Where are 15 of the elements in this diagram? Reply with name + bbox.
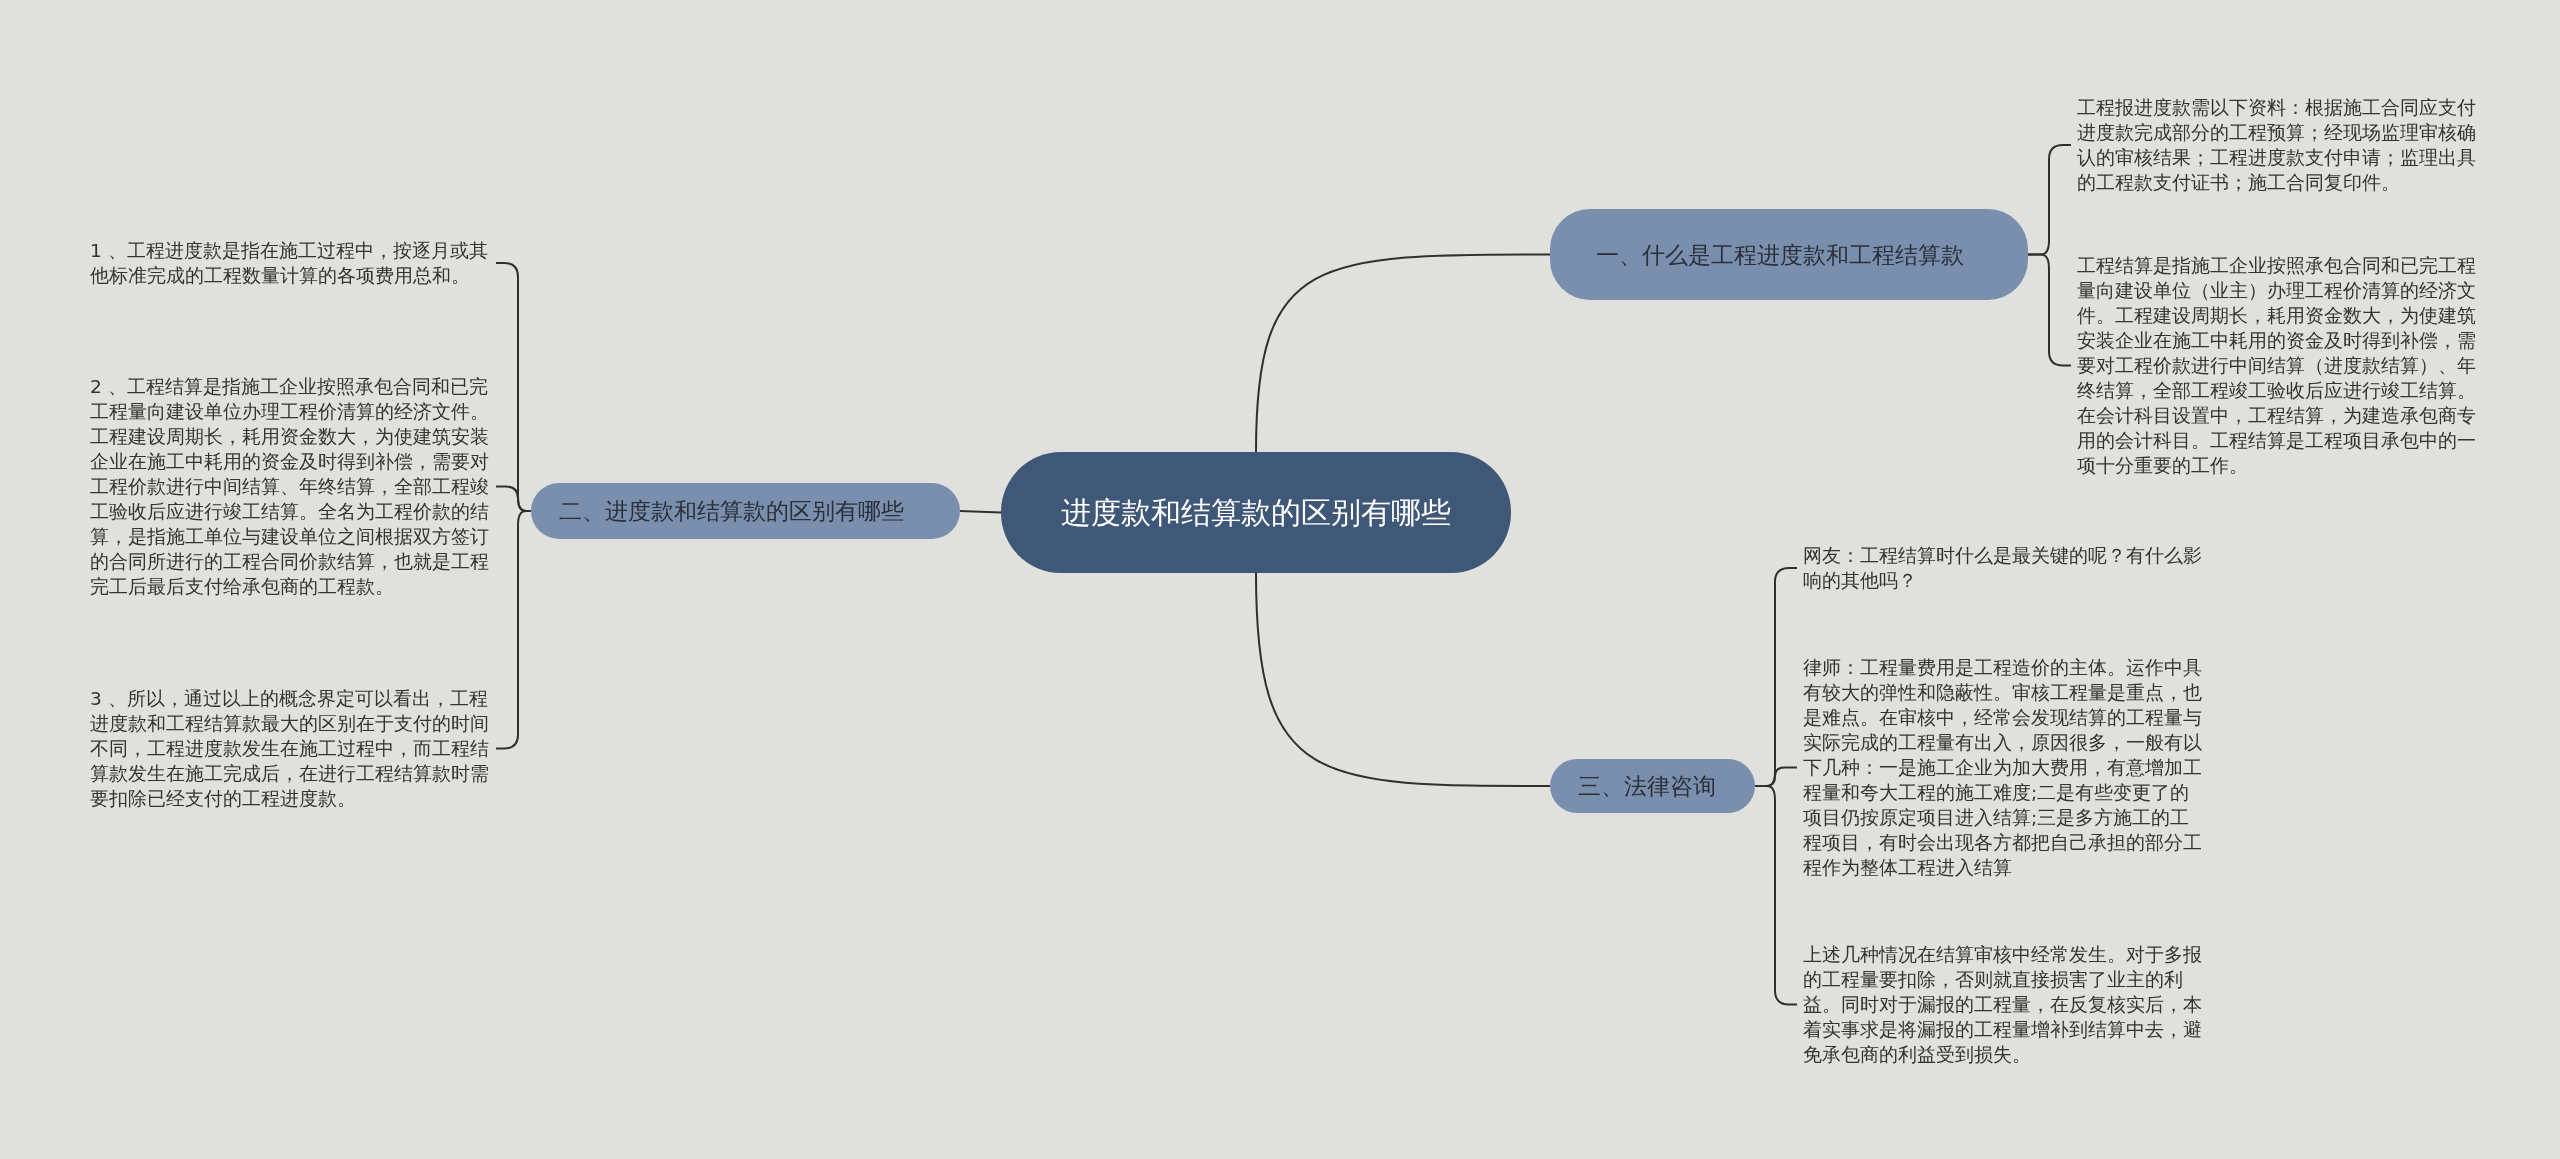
note-text: 3 、所以，通过以上的概念界定可以看出，工程进度款和工程结算款最大的区别在于支付的时间不同，工程进度款发生在施工过程中，而工程结算款发生在施工完成后，在进行工程结算款时需要扣除已经支付的工程进度款。 — [90, 686, 490, 811]
topic-bubble: 二、进度款和结算款的区别有哪些 — [531, 483, 960, 539]
note-text: 网友：工程结算时什么是最关键的呢？有什么影响的其他吗？ — [1803, 543, 2203, 593]
topic-bubble: 一、什么是工程进度款和工程结算款 — [1550, 209, 2028, 300]
note-text: 工程报进度款需以下资料：根据施工合同应支付进度款完成部分的工程预算；经现场监理审核确认的审核结果；工程进度款支付申请；监理出具的工程款支付证书；施工合同复印件。 — [2077, 95, 2477, 195]
central-topic: 进度款和结算款的区别有哪些 — [1001, 452, 1511, 573]
connector-line — [1255, 253, 1551, 453]
note-text: 律师：工程量费用是工程造价的主体。运作中具有较大的弹性和隐蔽性。审核工程量是重点，也是难点。在审核中，经常会发现结算的工程量与实际完成的工程量有出入，原因很多，一般有以下几种：一是施工企业为加大费用，有意增加工程量和夸大工程的施工难度;二是有些变更了的项目仍按原定项目进入结算;三是多方施工的工程项目，有时会出现各方都把自己承担的部分工程作为整体工程进入结算 — [1803, 655, 2203, 880]
note-text: 上述几种情况在结算审核中经常发生。对于多报的工程量要扣除，否则就直接损害了业主的利益。同时对于漏报的工程量，在反复核实后，本着实事求是将漏报的工程量增补到结算中去，避免承包商的利益受到损失。 — [1803, 942, 2203, 1067]
connector-line — [959, 510, 1002, 514]
topic-bubble: 三、法律咨询 — [1550, 759, 1755, 813]
note-text: 1 、工程进度款是指在施工过程中，按逐月或其他标准完成的工程数量计算的各项费用总和。 — [90, 238, 490, 288]
note-text: 2 、工程结算是指施工企业按照承包合同和已完工程量向建设单位办理工程价清算的经济文件。工程建设周期长，耗用资金数大，为使建筑安装企业在施工中耗用的资金及时得到补偿，需要对工程价款进行中间结算、年终结算，全部工程竣工验收后应进行竣工结算。全名为工程价款的结算，是指施工单位与建设单位之间根据双方签订的合同所进行的工程合同价款结算，也就是工程完工后最后支付给承包商的工程款。 — [90, 374, 490, 599]
note-text: 工程结算是指施工企业按照承包合同和已完工程量向建设单位（业主）办理工程价清算的经济文件。工程建设周期长，耗用资金数大，为使建筑安装企业在施工中耗用的资金及时得到补偿，需要对工程价款进行中间结算（进度款结算）、年终结算，全部工程竣工验收后应进行竣工结算。在会计科目设置中，工程结算，为建造承包商专用的会计科目。工程结算是工程项目承包中的一项十分重要的工作。 — [2077, 253, 2477, 478]
connector-line — [1255, 572, 1551, 787]
